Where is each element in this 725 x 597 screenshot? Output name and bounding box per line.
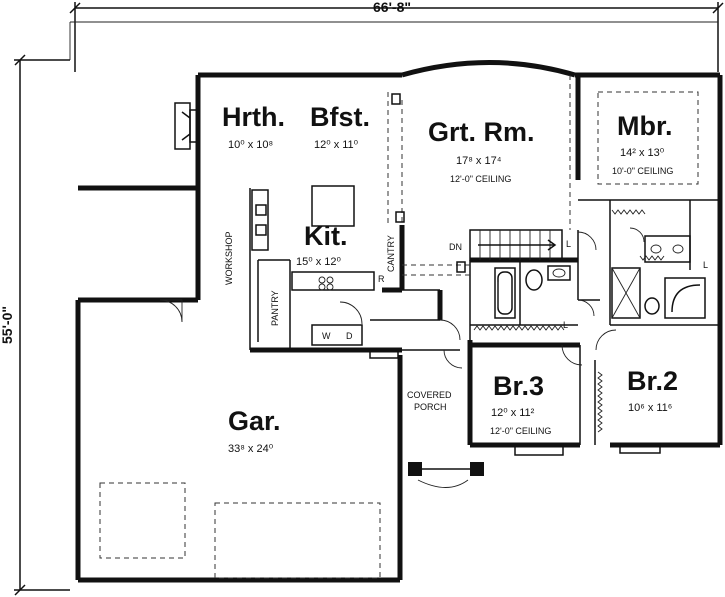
room-size-bedroom-2: 10⁶ x 11⁶ <box>628 402 672 414</box>
label-pantry: PANTRY <box>270 290 280 326</box>
room-size-great-room: 17⁸ x 17⁴ <box>456 155 502 167</box>
room-name-bedroom-2: Br.2 <box>627 366 678 396</box>
room-note-great-room: 12'-0" CEILING <box>450 174 511 184</box>
depth-dimension: 55'-0" <box>0 306 15 344</box>
room-name-great-room: Grt. Rm. <box>428 117 535 147</box>
label-porch: PORCH <box>414 402 447 412</box>
fireplace-icon <box>174 102 199 150</box>
dashed-lines <box>99 75 699 579</box>
label-washer: W <box>322 331 331 341</box>
bath-fixtures <box>494 235 706 319</box>
room-size-garage: 33⁸ x 24⁰ <box>228 443 274 455</box>
room-size-hearth: 10⁰ x 10⁸ <box>228 139 273 151</box>
small-labels: WORKSHOP PANTRY CANTRY COVERED PORCH DN … <box>224 231 708 412</box>
front-porch <box>369 349 661 476</box>
room-size-kitchen: 15⁰ x 12⁰ <box>296 256 341 268</box>
label-range: R <box>378 274 385 284</box>
exterior-walls <box>75 60 723 583</box>
label-dryer: D <box>346 331 353 341</box>
room-name-hearth: Hrth. <box>222 102 285 132</box>
room-note-master-bedroom: 10'-0" CEILING <box>612 166 673 176</box>
label-workshop: WORKSHOP <box>224 231 234 285</box>
dimension-lines <box>14 2 724 596</box>
stairs-icon <box>469 229 563 261</box>
label-linen-hall: L <box>566 239 571 249</box>
kitchen-fixtures <box>251 93 466 346</box>
label-linen-bath: L <box>563 320 568 330</box>
room-labels: Hrth. 10⁰ x 10⁸ Bfst. 12⁰ x 11⁰ Grt. Rm.… <box>222 102 678 455</box>
label-linen-master: L <box>703 260 708 270</box>
label-covered: COVERED <box>407 390 452 400</box>
room-name-kitchen: Kit. <box>304 221 348 251</box>
room-size-bedroom-3: 12⁰ x 11² <box>491 407 535 419</box>
room-size-breakfast: 12⁰ x 11⁰ <box>314 139 359 151</box>
room-name-breakfast: Bfst. <box>310 102 370 132</box>
label-stair-down: DN <box>449 242 462 252</box>
closets <box>473 209 665 433</box>
width-dimension: 66'-8" <box>373 0 411 15</box>
room-name-bedroom-3: Br.3 <box>493 371 544 401</box>
label-cantry: CANTRY <box>386 235 396 272</box>
room-size-master-bedroom: 14² x 13⁰ <box>620 147 665 159</box>
room-name-master-bedroom: Mbr. <box>617 111 673 141</box>
door-swings <box>159 227 645 488</box>
room-note-bedroom-3: 12'-0" CEILING <box>490 426 551 436</box>
room-name-garage: Gar. <box>228 406 281 436</box>
